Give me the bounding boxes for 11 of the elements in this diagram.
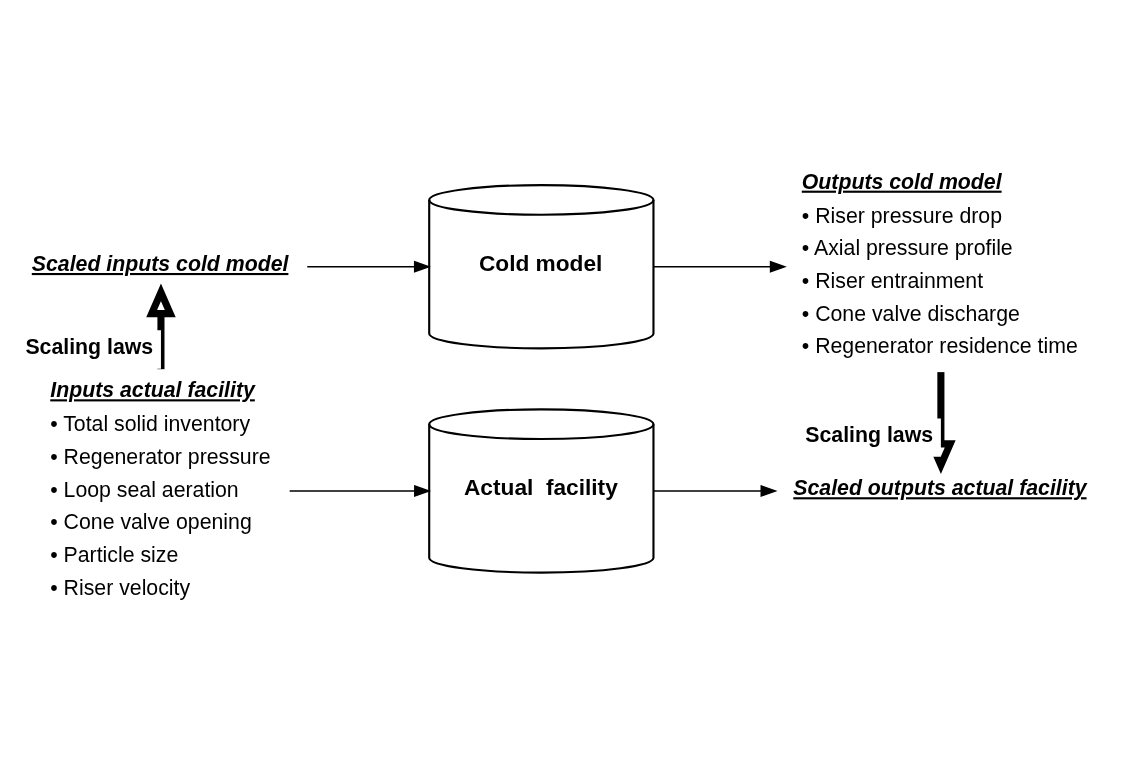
arrow — [288, 484, 432, 497]
node-text: Scaled outputs actual facility — [793, 475, 1087, 500]
arrow — [653, 260, 787, 273]
node-text: Outputs cold model • Riser pressure drop • Axial pressure profile • Riser entrainment • Cone valve discharge • Regenerator residence time — [801, 169, 1078, 358]
edge-label: Scaling laws — [25, 334, 154, 359]
node-text: Inputs actual facility • Total solid inventory • Regenerator pressure • Loop seal aeration • Cone valve opening • Particle size • Riser velocity — [50, 377, 271, 600]
arrow — [653, 484, 778, 497]
arrow — [306, 260, 431, 273]
node-text: Scaled inputs cold model — [31, 251, 289, 276]
arrow — [146, 282, 176, 369]
edge-label: Scaling laws — [805, 422, 934, 447]
